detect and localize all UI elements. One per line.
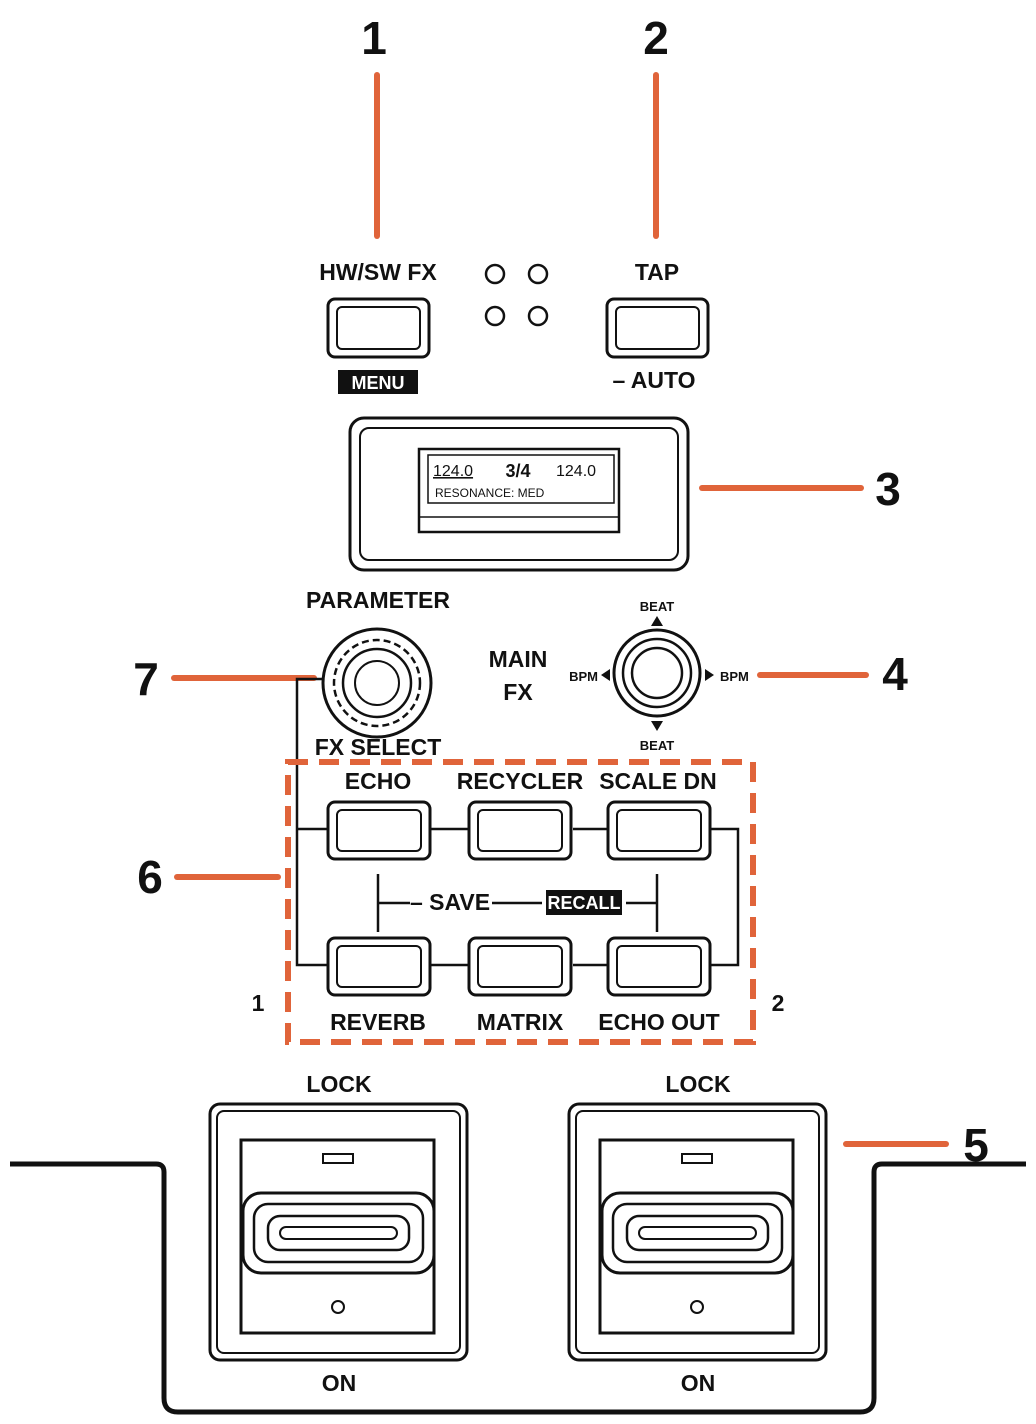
- callout-leaders: [171, 72, 949, 1147]
- chassis-outline: [10, 1161, 1026, 1415]
- menu-badge: [338, 370, 418, 394]
- echo-button[interactable]: [326, 800, 432, 861]
- reverb-label: REVERB: [330, 1009, 426, 1035]
- side-number-left: 1: [252, 990, 265, 1016]
- lock-left-top-label: LOCK: [306, 1071, 372, 1097]
- lock-switch-right[interactable]: [567, 1102, 828, 1362]
- lock-right-top-label: LOCK: [665, 1071, 731, 1097]
- callout-7: 7: [133, 653, 159, 705]
- arrow-right-icon: [705, 669, 714, 681]
- callout-4: 4: [882, 648, 908, 700]
- reverb-button[interactable]: [326, 936, 432, 997]
- joystick-right-label: BPM: [720, 669, 749, 684]
- arrow-down-icon: [651, 721, 663, 731]
- callout-2: 2: [643, 12, 669, 64]
- callout-3: 3: [875, 463, 901, 515]
- joystick-up-label: BEAT: [640, 599, 674, 614]
- tap-label: TAP: [635, 259, 679, 285]
- main-fx-label-line2: FX: [503, 679, 533, 705]
- hw-sw-fx-button[interactable]: [326, 297, 431, 359]
- menu-label: MENU: [352, 373, 405, 393]
- joystick-left-label: BPM: [569, 669, 598, 684]
- arrow-left-icon: [601, 669, 610, 681]
- indicator-dot-icon: [331, 1300, 345, 1314]
- auto-label: – AUTO: [612, 367, 695, 393]
- lcd-status-line: RESONANCE: MED: [435, 486, 545, 500]
- led-indicator: [484, 305, 506, 327]
- fx-select-label: FX SELECT: [315, 734, 442, 760]
- matrix-button[interactable]: [467, 936, 573, 997]
- indicator-slot-icon: [681, 1153, 713, 1164]
- arrow-up-icon: [651, 616, 663, 626]
- main-fx-label-line1: MAIN: [489, 646, 548, 672]
- tap-button[interactable]: [605, 297, 710, 359]
- led-indicator: [527, 263, 549, 285]
- beat-bpm-joystick[interactable]: [612, 628, 702, 718]
- lcd-screen: [427, 454, 615, 504]
- recycler-label: RECYCLER: [457, 768, 584, 794]
- lcd-bpm-right: 124.0: [556, 463, 596, 480]
- joystick-down-label: BEAT: [640, 738, 674, 753]
- fx-buttons-highlight: [285, 759, 756, 1045]
- side-number-right: 2: [772, 990, 785, 1016]
- recall-label: RECALL: [548, 893, 621, 913]
- hw-sw-fx-label: HW/SW FX: [319, 259, 437, 285]
- parameter-label: PARAMETER: [306, 587, 450, 613]
- indicator-dot-icon: [690, 1300, 704, 1314]
- callout-1: 1: [361, 12, 387, 64]
- led-indicator: [527, 305, 549, 327]
- scale-dn-label: SCALE DN: [599, 768, 717, 794]
- led-indicator: [484, 263, 506, 285]
- fx-display: [348, 416, 690, 572]
- echo-label: ECHO: [345, 768, 411, 794]
- lock-switch-left[interactable]: [208, 1102, 469, 1362]
- matrix-label: MATRIX: [477, 1009, 564, 1035]
- echo-out-button[interactable]: [606, 936, 712, 997]
- parameter-knob[interactable]: [321, 627, 433, 739]
- lock-left-bottom-label: ON: [322, 1370, 357, 1396]
- callout-6: 6: [137, 851, 163, 903]
- recycler-button[interactable]: [467, 800, 573, 861]
- indicator-slot-icon: [322, 1153, 354, 1164]
- routing-lines: [295, 677, 740, 967]
- echo-out-label: ECHO OUT: [598, 1009, 719, 1035]
- lcd-bpm-left: 124.0: [433, 463, 473, 480]
- lock-right-bottom-label: ON: [681, 1370, 716, 1396]
- lcd-beat-fraction: 3/4: [505, 461, 530, 481]
- recall-badge: [546, 890, 622, 915]
- scale-dn-button[interactable]: [606, 800, 712, 861]
- save-label: – SAVE: [410, 889, 490, 915]
- indicator-leds: [484, 263, 549, 327]
